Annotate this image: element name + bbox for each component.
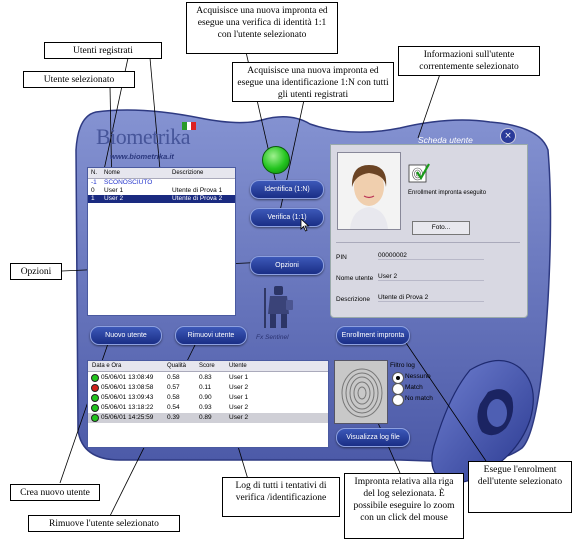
enrollment-status-text: Enrollment impronta eseguito — [408, 190, 487, 196]
col-header-nome: Nome — [104, 170, 121, 176]
callout-opzioni: Opzioni — [10, 263, 62, 280]
pin-label: PIN — [336, 254, 347, 261]
radio-no-match[interactable] — [392, 394, 404, 406]
filtro-log-title: Filtro log — [390, 362, 415, 369]
log-cell-utente: User 1 — [229, 374, 249, 381]
log-cell-data: 05/06/01 13:18:22 — [101, 404, 154, 411]
user-photo — [337, 152, 401, 230]
users-table-header: N. Nome Descrizione — [88, 168, 235, 179]
log-row[interactable]: 05/06/01 13:09:43 0.58 0.90 User 1 — [88, 393, 328, 403]
sentinel-label: Fx Sentinel — [256, 334, 289, 341]
log-table[interactable]: Data e Ora Qualità Score Utente 05/06/01… — [87, 360, 329, 448]
match-ok-icon — [91, 374, 99, 382]
col-header-data: Data e Ora — [92, 363, 122, 369]
col-header-descrizione: Descrizione — [172, 170, 204, 176]
verifica-button[interactable]: Verifica (1:1) — [250, 208, 324, 227]
log-cell-qualita: 0.54 — [167, 404, 180, 411]
log-row-selected[interactable]: 05/06/01 14:25:59 0.39 0.89 User 2 — [88, 413, 328, 423]
callout-impronta: Impronta relativa alla riga del log sele… — [344, 473, 464, 539]
log-cell-utente: User 2 — [229, 384, 249, 391]
descrizione-label: Descrizione — [336, 296, 370, 303]
callout-enrollment: Esegue l'enrolment dell'utente seleziona… — [468, 461, 572, 513]
log-cell-qualita: 0.58 — [167, 374, 180, 381]
radio-no-match-label: No match — [405, 395, 433, 402]
log-table-header: Data e Ora Qualità Score Utente — [88, 361, 328, 372]
card-divider — [336, 242, 520, 243]
match-ok-icon — [91, 414, 99, 422]
scheda-title: Scheda utente — [418, 135, 473, 145]
match-ok-icon — [91, 394, 99, 402]
log-row[interactable]: 05/06/01 13:08:49 0.58 0.83 User 1 — [88, 373, 328, 383]
log-cell-data: 05/06/01 13:08:49 — [101, 374, 154, 381]
log-cell-data: 05/06/01 14:25:59 — [101, 414, 154, 421]
log-cell-score: 0.83 — [199, 374, 212, 381]
users-table[interactable]: N. Nome Descrizione -1 SCONOSCIUTO 0 Use… — [87, 167, 236, 316]
enrollment-impronta-button[interactable]: Enrollment impronta — [336, 326, 410, 345]
table-row[interactable]: 0 User 1 Utente di Prova 1 — [91, 187, 223, 194]
italian-flag-icon — [182, 122, 196, 130]
log-cell-qualita: 0.58 — [167, 394, 180, 401]
descrizione-field[interactable]: Utente di Prova 2 — [378, 294, 484, 302]
callout-crea-utente: Crea nuovo utente — [10, 484, 100, 501]
fingerprint-check-icon — [408, 163, 430, 183]
nome-field[interactable]: User 2 — [378, 273, 484, 281]
log-cell-utente: User 1 — [229, 394, 249, 401]
log-cell-score: 0.93 — [199, 404, 212, 411]
close-icon[interactable]: × — [500, 128, 516, 144]
mouse-cursor-icon — [300, 218, 310, 232]
col-header-qualita: Qualità — [167, 363, 187, 369]
log-cell-utente: User 2 — [229, 414, 249, 421]
identifica-button[interactable]: Identifica (1:N) — [250, 180, 324, 199]
rimuovi-utente-button[interactable]: Rimuovi utente — [175, 326, 247, 345]
callout-informazioni: Informazioni sull'utente correntemente s… — [398, 46, 540, 76]
log-cell-qualita: 0.39 — [167, 414, 180, 421]
status-light — [262, 146, 290, 174]
match-ok-icon — [91, 404, 99, 412]
callout-log: Log di tutti i tentativi di verifica /id… — [222, 477, 340, 517]
callout-verifica: Acquisisce una nuova impronta ed esegue … — [186, 2, 338, 54]
callout-identificazione: Acquisisce una nuova impronta ed esegue … — [232, 62, 394, 102]
log-cell-score: 0.89 — [199, 414, 212, 421]
website-text: www.biometrika.it — [110, 152, 174, 161]
knight-sentinel-icon — [264, 286, 293, 328]
logo-text: Biometrika — [96, 124, 190, 149]
table-row-selected[interactable]: 1 User 2 Utente di Prova 2 — [88, 195, 235, 203]
log-row[interactable]: 05/06/01 13:18:22 0.54 0.93 User 2 — [88, 403, 328, 413]
visualizza-log-button[interactable]: Visualizza log file — [336, 428, 410, 447]
log-cell-data: 05/06/01 13:08:58 — [101, 384, 154, 391]
callout-rimuove-utente: Rimuove l'utente selezionato — [28, 515, 180, 532]
fingerprint-image[interactable] — [334, 360, 388, 424]
callout-utente-selezionato: Utente selezionato — [23, 71, 135, 88]
col-header-n: N. — [91, 170, 97, 176]
opzioni-button[interactable]: Opzioni — [250, 256, 324, 275]
log-cell-score: 0.90 — [199, 394, 212, 401]
log-cell-score: 0.11 — [199, 384, 212, 391]
callout-utenti-registrati: Utenti registrati — [44, 42, 162, 59]
nuovo-utente-button[interactable]: Nuovo utente — [90, 326, 162, 345]
col-header-utente: Utente — [229, 363, 247, 369]
match-fail-icon — [91, 384, 99, 392]
pin-field[interactable]: 00000002 — [378, 252, 484, 260]
col-header-score: Score — [199, 363, 215, 369]
log-row[interactable]: 05/06/01 13:08:58 0.57 0.11 User 2 — [88, 383, 328, 393]
radio-match-label: Match — [405, 384, 423, 391]
log-cell-data: 05/06/01 13:09:43 — [101, 394, 154, 401]
radio-nessuno-label: Nessuno — [405, 373, 431, 380]
foto-button[interactable]: Foto... — [412, 221, 470, 235]
log-cell-qualita: 0.57 — [167, 384, 180, 391]
log-cell-utente: User 2 — [229, 404, 249, 411]
table-row[interactable]: -1 SCONOSCIUTO — [91, 179, 153, 186]
nome-label: Nome utente — [336, 275, 374, 282]
